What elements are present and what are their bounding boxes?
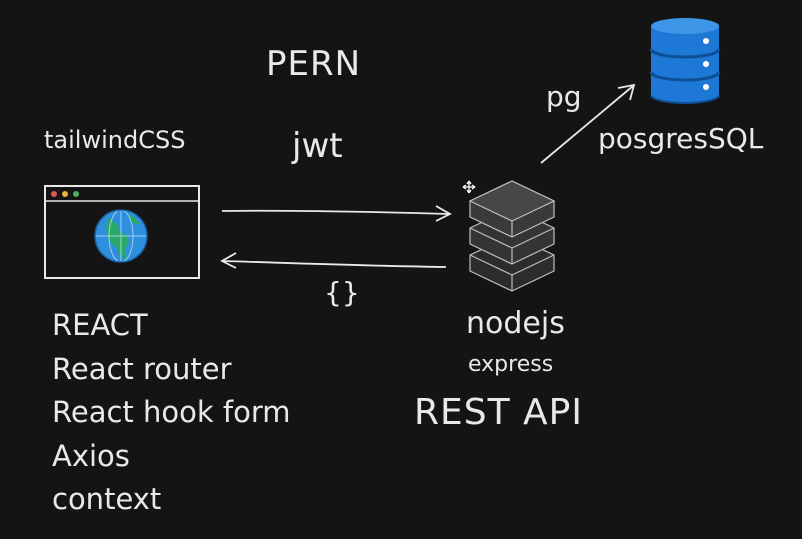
diagram-title: PERN (266, 44, 362, 84)
database-icon (649, 18, 721, 104)
list-item: Axios (52, 438, 130, 473)
list-item: REACT (52, 308, 148, 342)
browser-window-icon (44, 185, 200, 279)
db-connection-arrow (540, 83, 636, 164)
move-cursor-icon (462, 180, 476, 194)
server-stack-icon (468, 180, 556, 292)
api-style-label: REST API (414, 392, 583, 433)
frontend-stack-list: REACT React router React hook form Axios… (52, 304, 291, 522)
database-label: posgresSQL (598, 122, 764, 155)
globe-icon (94, 209, 148, 263)
runtime-label: nodejs (466, 306, 565, 341)
list-item: React hook form (52, 395, 291, 429)
framework-label: express (468, 352, 554, 377)
auth-label: jwt (292, 126, 343, 166)
list-item: context (52, 482, 162, 516)
request-arrow (221, 205, 452, 222)
db-driver-label: pg (546, 80, 582, 113)
response-arrow (220, 252, 447, 269)
styling-label: tailwindCSS (44, 126, 186, 154)
list-item: React router (52, 351, 232, 386)
json-braces-label: {} (324, 276, 360, 309)
